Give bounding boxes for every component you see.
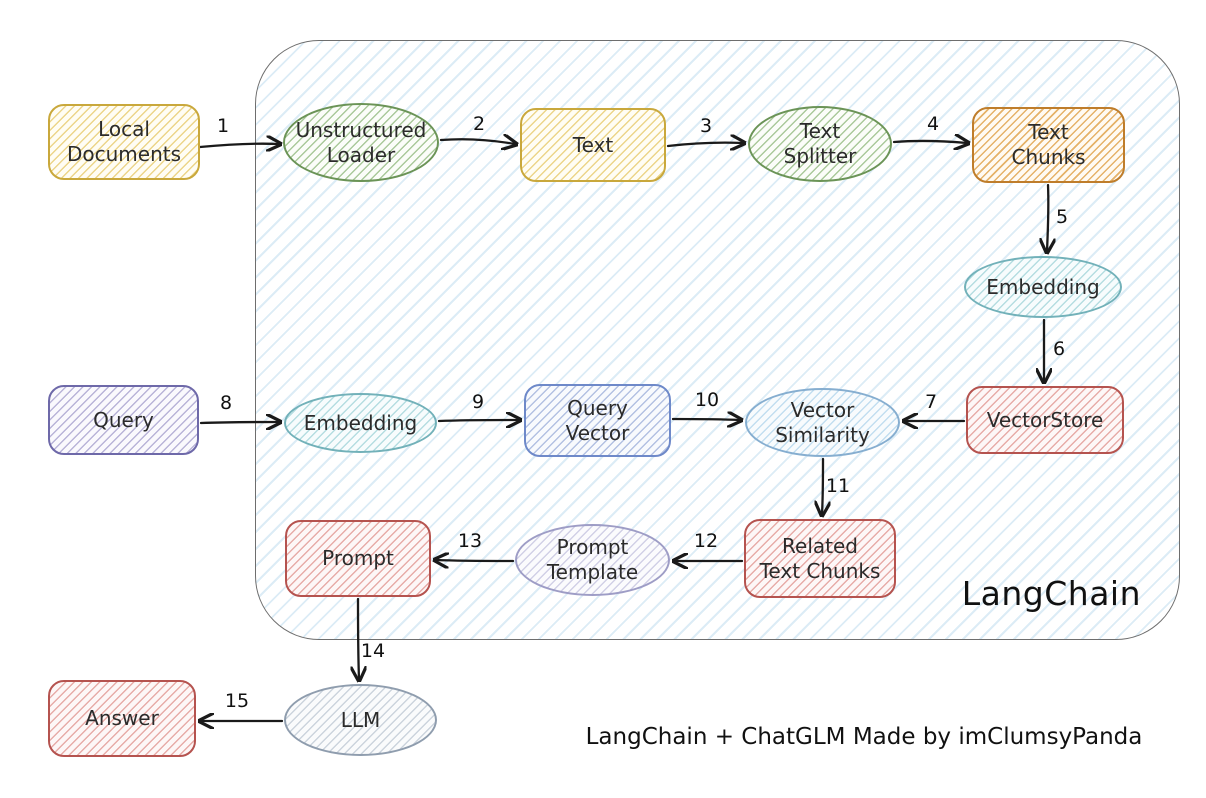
- node-llm: LLM: [284, 684, 437, 756]
- edge-label-1: 1: [216, 115, 230, 137]
- edge-label-13: 13: [457, 530, 483, 552]
- edge-label-11: 11: [825, 475, 851, 497]
- edge-label-7: 7: [924, 391, 938, 413]
- node-prompt-template: Prompt Template: [515, 524, 670, 596]
- node-embedding-query: Embedding: [284, 393, 437, 453]
- node-text: Text: [520, 108, 666, 182]
- node-answer: Answer: [48, 680, 196, 757]
- node-text-splitter: Text Splitter: [748, 106, 892, 182]
- edge-label-5: 5: [1055, 206, 1069, 228]
- edge-label-10: 10: [694, 389, 720, 411]
- node-query: Query: [48, 385, 199, 455]
- node-vector-similarity: Vector Similarity: [745, 388, 900, 457]
- edge-label-8: 8: [219, 392, 233, 414]
- node-prompt: Prompt: [285, 520, 431, 597]
- caption: LangChain + ChatGLM Made by imClumsyPand…: [585, 724, 1143, 750]
- node-vectorstore: VectorStore: [966, 386, 1124, 454]
- node-unstructured-loader: Unstructured Loader: [283, 103, 439, 182]
- node-text-chunks: Text Chunks: [972, 107, 1125, 183]
- edge-label-2: 2: [472, 113, 486, 135]
- edge-label-4: 4: [926, 113, 940, 135]
- node-local-documents: Local Documents: [48, 104, 200, 180]
- edge-label-15: 15: [224, 690, 250, 712]
- node-embedding-docs: Embedding: [964, 256, 1122, 318]
- node-query-vector: Query Vector: [524, 384, 671, 457]
- node-related-text-chunks: Related Text Chunks: [744, 519, 896, 598]
- edge-label-9: 9: [471, 391, 485, 413]
- edge-label-12: 12: [693, 530, 719, 552]
- edge-label-14: 14: [360, 640, 386, 662]
- langchain-label: LangChain: [961, 574, 1141, 613]
- edge-label-6: 6: [1052, 338, 1066, 360]
- edge-label-3: 3: [699, 115, 713, 137]
